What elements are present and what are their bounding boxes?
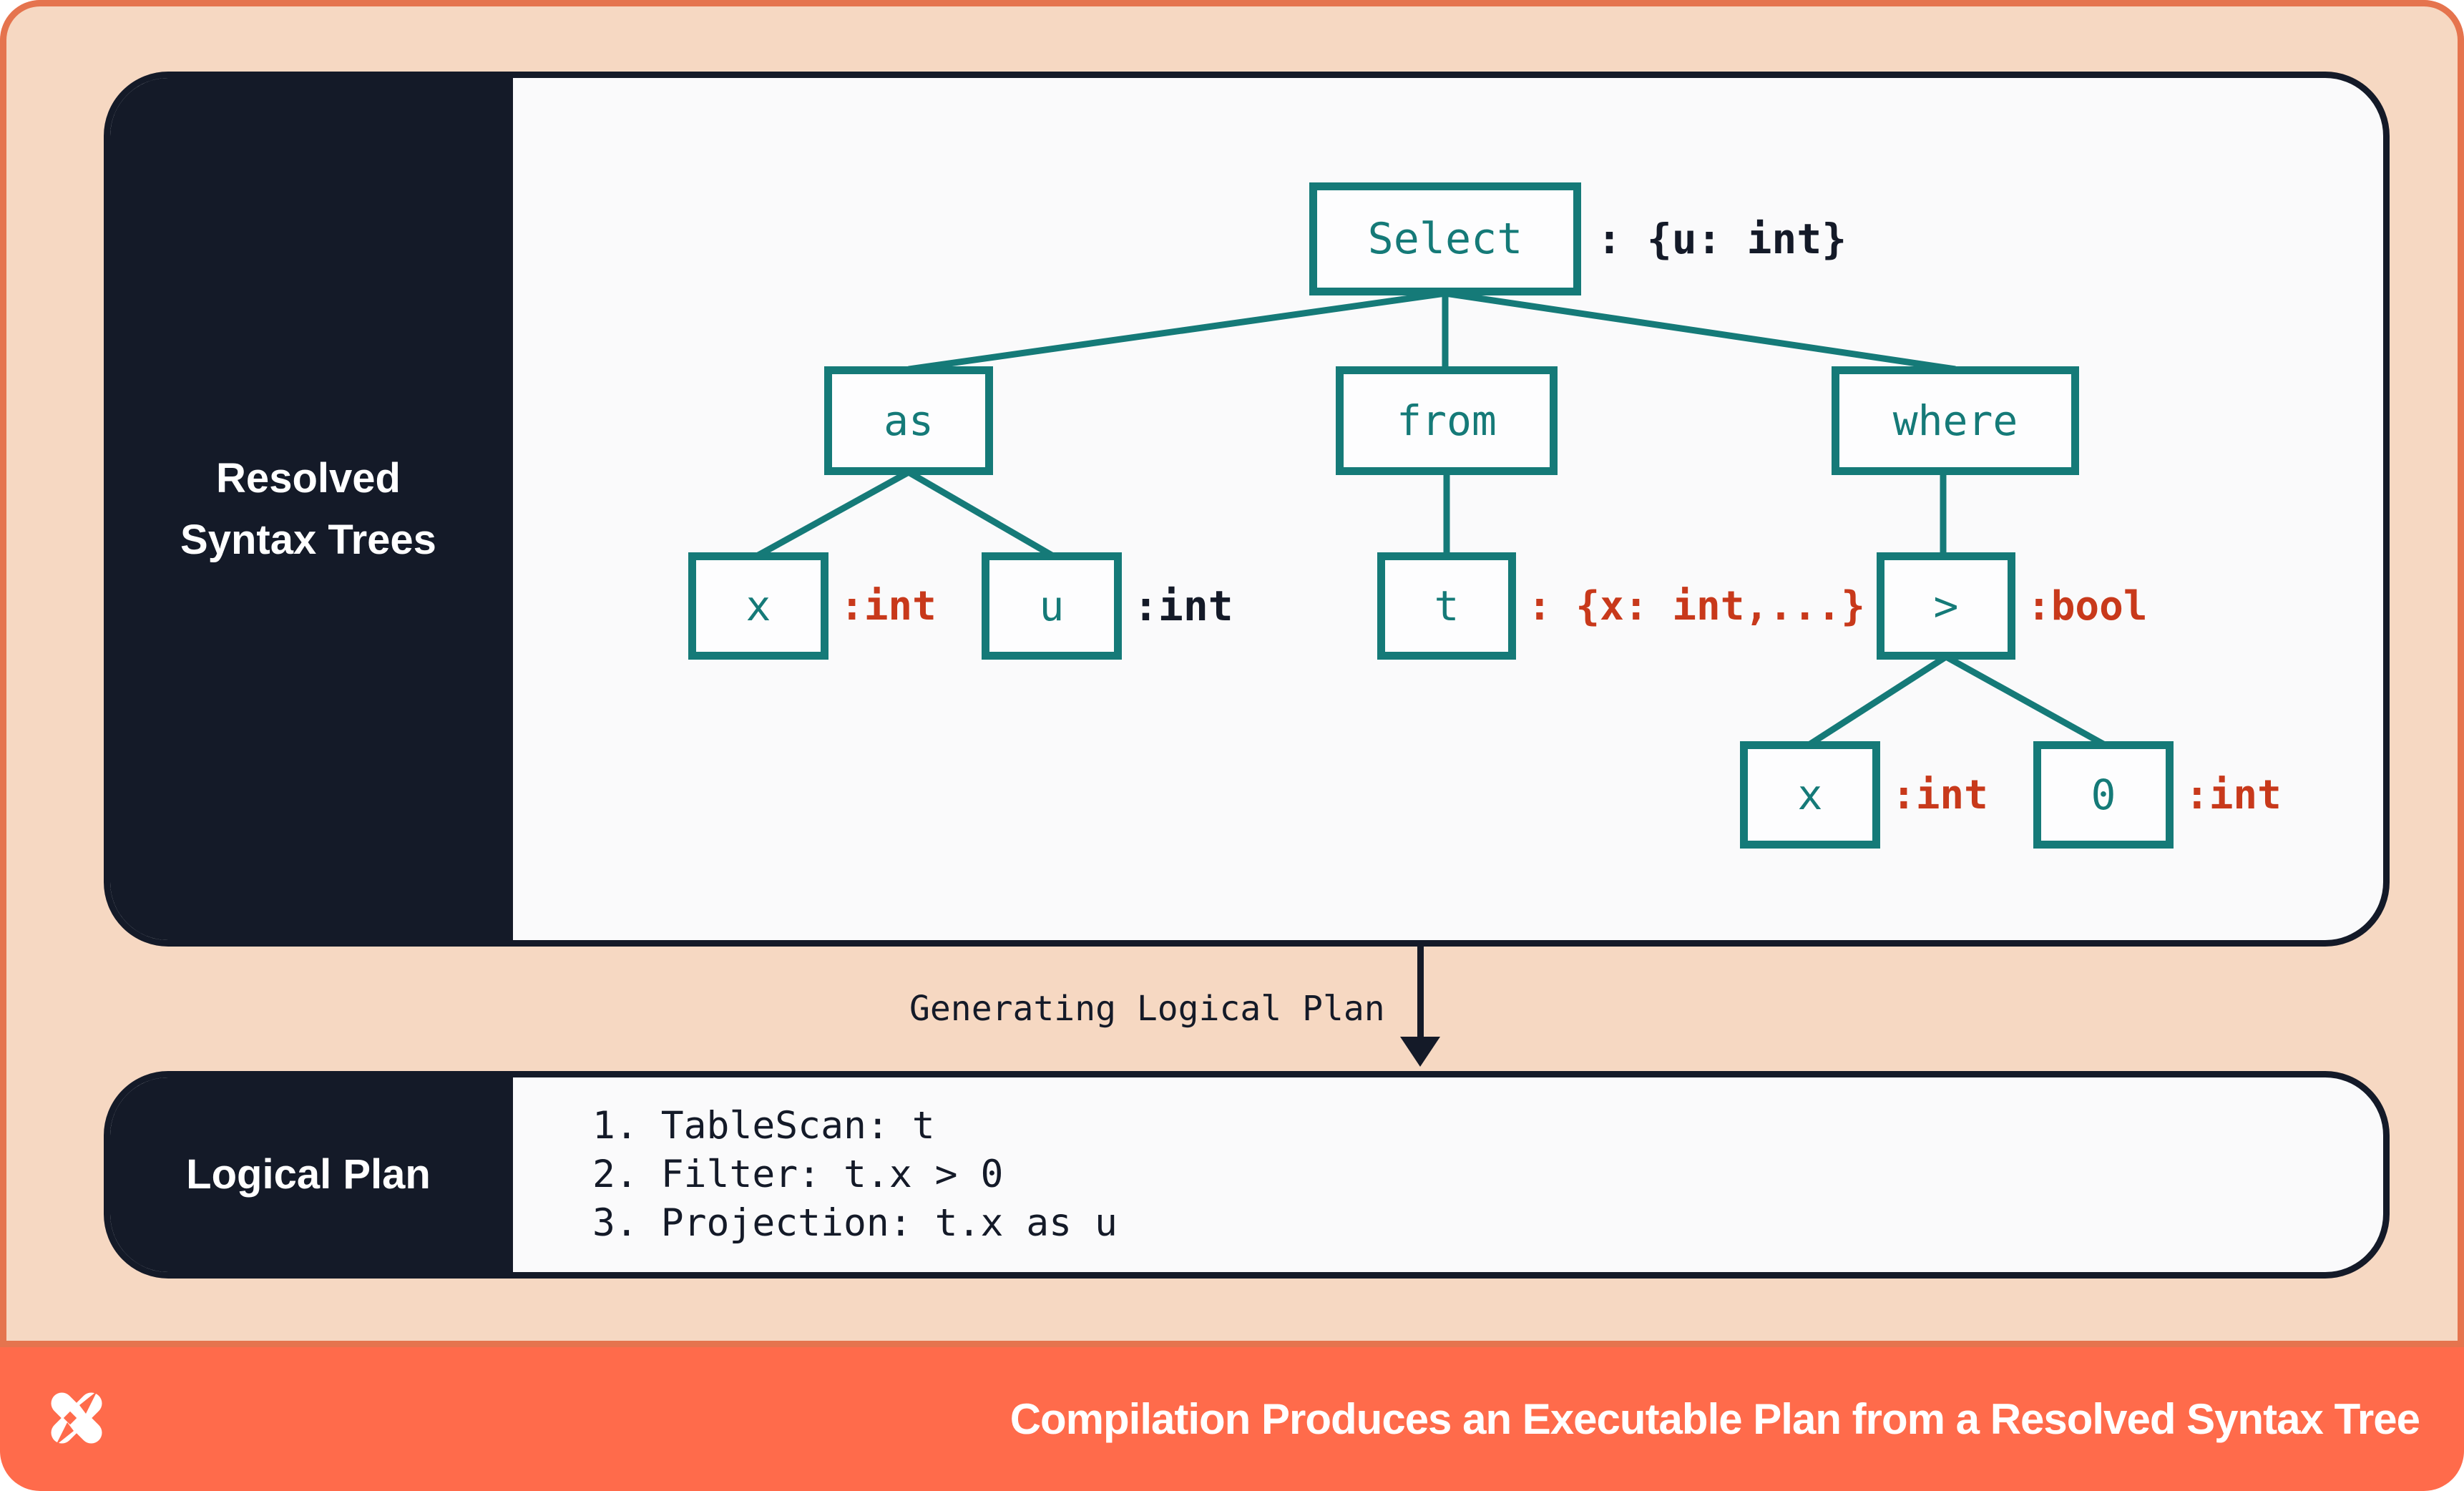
- logical-plan-steps: 1. TableScan: t 2. Filter: t.x > 0 3. Pr…: [592, 1077, 1118, 1272]
- type-annotation-x-alias: :int: [840, 582, 937, 630]
- flow-arrow-head-icon: [1400, 1037, 1440, 1067]
- tree-node-select: Select: [1309, 182, 1581, 295]
- logical-plan-panel: Logical Plan 1. TableScan: t 2. Filter: …: [104, 1071, 2390, 1279]
- resolved-panel-sidebar: Resolved Syntax Trees: [110, 78, 513, 940]
- logical-plan-step: 2. Filter: t.x > 0: [592, 1153, 1004, 1196]
- tree-node-t-table: t: [1377, 552, 1516, 660]
- logical-plan-step: 1. TableScan: t: [592, 1104, 935, 1148]
- sidebar-title: Logical Plan: [186, 1151, 431, 1198]
- footer-title: Compilation Produces an Executable Plan …: [1009, 1395, 2420, 1443]
- type-annotation-u-alias: :int: [1133, 582, 1233, 630]
- tree-node-where: where: [1832, 366, 2079, 475]
- footer-bar: Compilation Produces an Executable Plan …: [0, 1347, 2464, 1491]
- sidebar-title-line: Resolved: [216, 454, 401, 502]
- tree-node-zero-literal: 0: [2033, 741, 2174, 849]
- tree-node-as: as: [824, 366, 993, 475]
- transition-label: Generating Logical Plan: [909, 989, 1385, 1029]
- resolved-syntax-trees-panel: Resolved Syntax Trees: [104, 72, 2390, 947]
- tree-node-u-alias: u: [982, 552, 1122, 660]
- logical-panel-sidebar: Logical Plan: [110, 1077, 513, 1272]
- tree-node-from: from: [1336, 366, 1558, 475]
- type-annotation-greater-than: :bool: [2027, 582, 2148, 630]
- type-annotation-x-operand: :int: [1892, 771, 1988, 818]
- logical-plan-step: 3. Projection: t.x as u: [592, 1201, 1118, 1245]
- brand-logo-icon: [51, 1391, 102, 1445]
- type-annotation-zero-literal: :int: [2185, 771, 2282, 818]
- type-annotation-select: : {u: int}: [1597, 215, 1847, 263]
- flow-arrow-line: [1417, 947, 1424, 1038]
- tree-node-greater-than: >: [1877, 552, 2015, 660]
- tree-node-x-operand: x: [1740, 741, 1880, 849]
- sidebar-title-line: Syntax Trees: [180, 516, 436, 563]
- type-annotation-t-table: : {x: int,...}: [1527, 582, 1866, 630]
- tree-node-x-alias: x: [688, 552, 828, 660]
